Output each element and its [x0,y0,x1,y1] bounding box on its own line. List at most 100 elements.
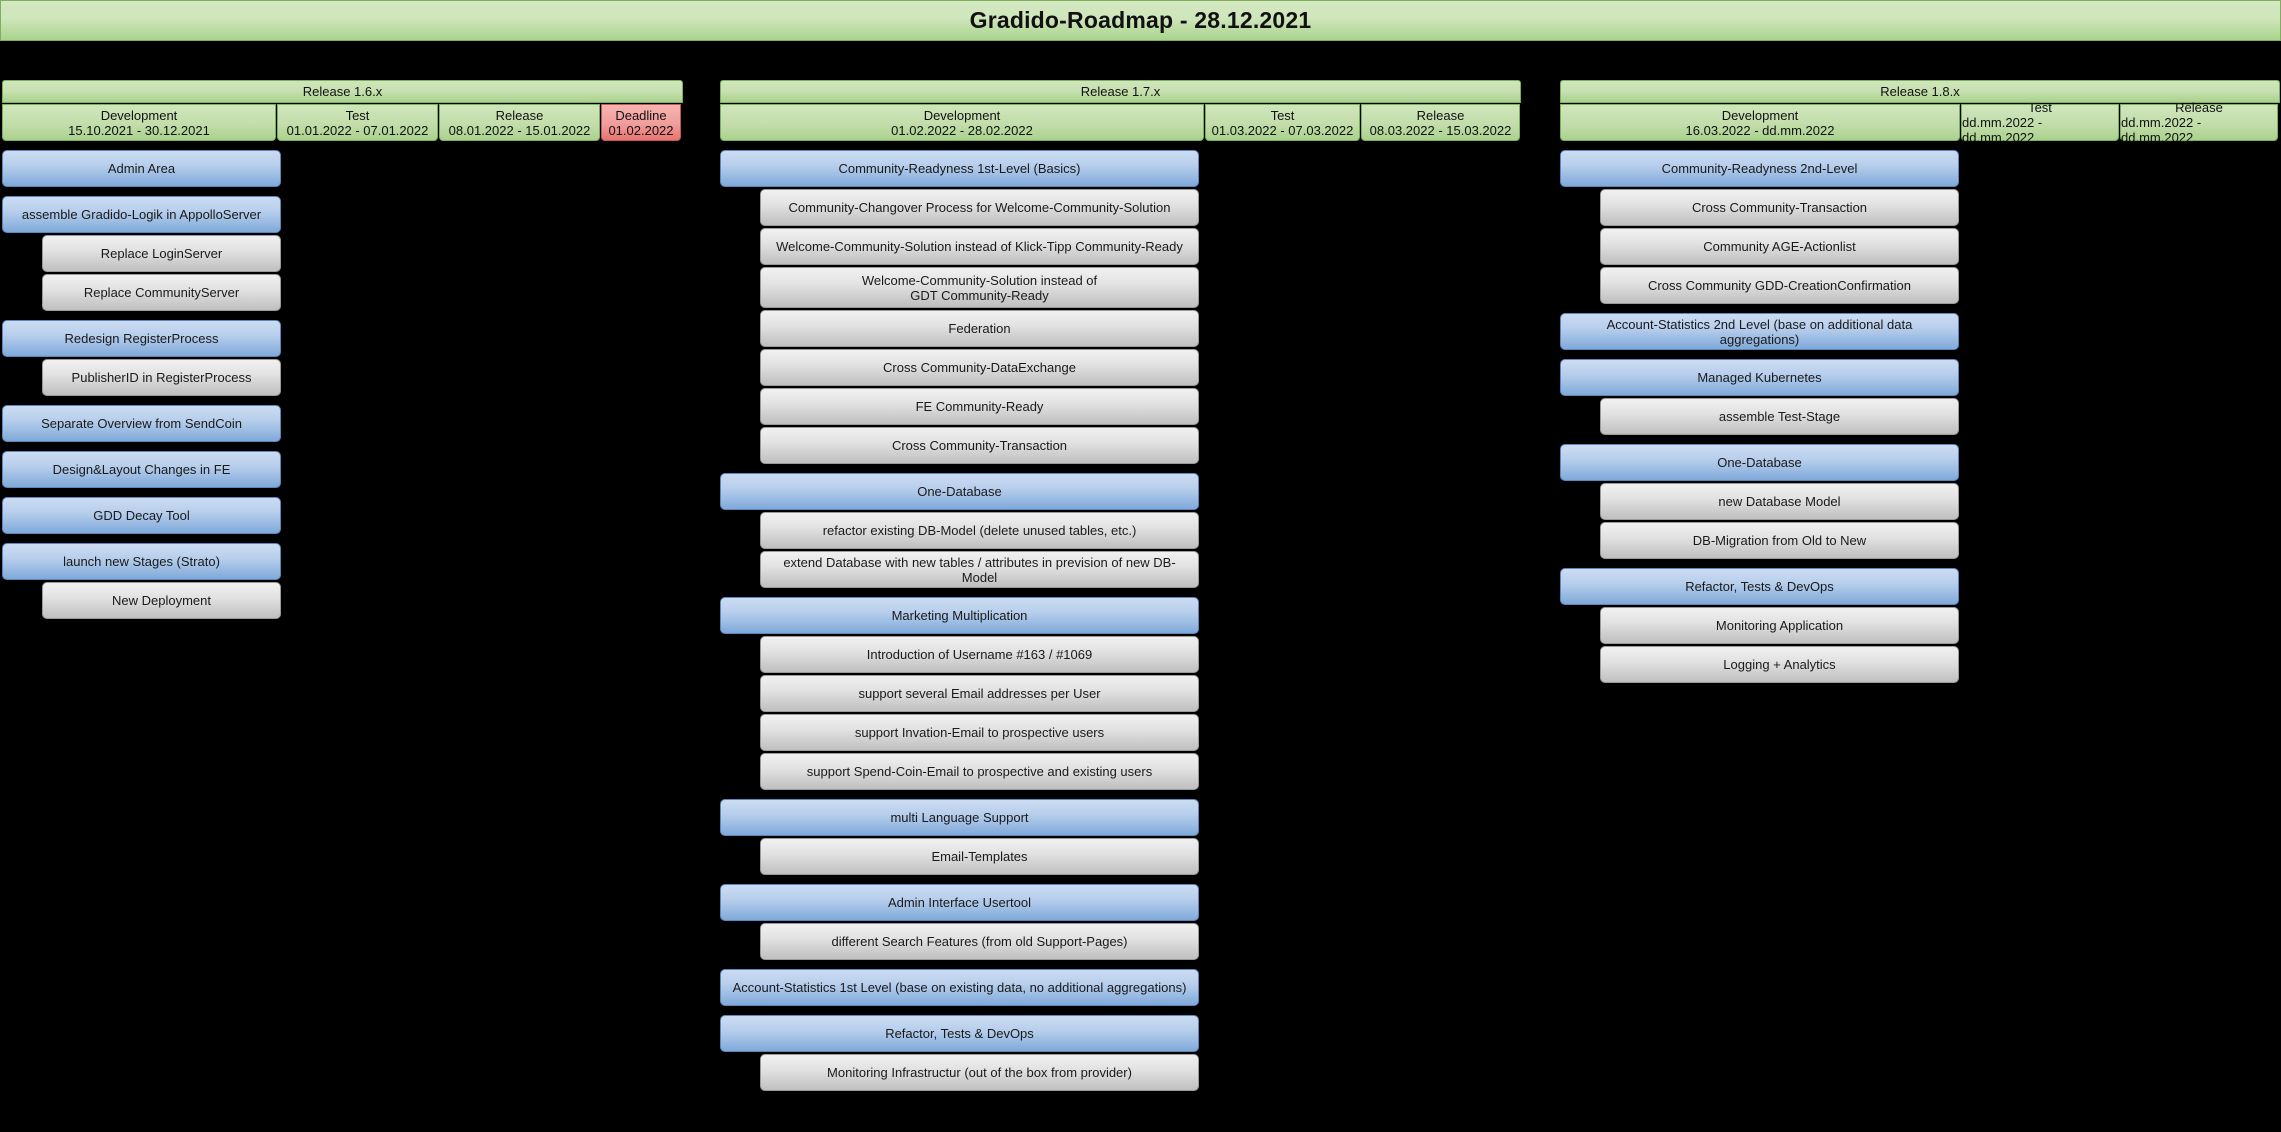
task-epic[interactable]: Account-Statistics 1st Level (base on ex… [720,969,1199,1006]
task-epic[interactable]: Admin Area [2,150,281,187]
phase-label: Development [923,107,1001,123]
task-subtask[interactable]: Replace CommunityServer [42,274,281,311]
task-label: Cross Community GDD-CreationConfirmation [1648,278,1911,293]
task-label: Account-Statistics 2nd Level (base on ad… [1606,316,1913,347]
phase-label: Release [1416,107,1465,123]
task-label: Refactor, Tests & DevOps [1685,579,1834,594]
task-subtask[interactable]: Cross Community-DataExchange [760,349,1199,386]
task-label: multi Language Support [890,810,1029,825]
task-label: Welcome-Community-Solution instead of Kl… [776,239,1183,254]
task-label: Account-Statistics 1st Level (base on ex… [732,980,1187,995]
task-subtask[interactable]: Monitoring Infrastructur (out of the box… [760,1054,1199,1091]
task-label: Welcome-Community-Solution instead of [861,272,1098,288]
task-epic[interactable]: Refactor, Tests & DevOps [1560,568,1959,605]
task-label: DB-Migration from Old to New [1692,533,1867,548]
task-subtask[interactable]: PublisherID in RegisterProcess [42,359,281,396]
task-label: support Spend-Coin-Email to prospective … [806,764,1153,779]
task-label: assemble Gradido-Logik in AppolloServer [21,207,262,222]
phase-label: Test [2028,100,2052,115]
phase-label: Test [1270,107,1295,123]
task-label: support several Email addresses per User [858,686,1101,701]
task-epic[interactable]: Community-Readyness 1st-Level (Basics) [720,150,1199,187]
task-label: support Invation-Email to prospective us… [854,725,1105,740]
task-label: Separate Overview from SendCoin [41,416,242,431]
phase-label: Development [100,107,178,123]
task-subtask[interactable]: support Invation-Email to prospective us… [760,714,1199,751]
task-label: different Search Features (from old Supp… [831,934,1128,949]
task-label: Monitoring Infrastructur (out of the box… [827,1065,1132,1080]
task-epic[interactable]: multi Language Support [720,799,1199,836]
task-label: Cross Community-Transaction [1691,200,1868,215]
task-label: Replace LoginServer [100,246,223,261]
task-label: Introduction of Username #163 / #1069 [866,647,1093,662]
task-epic[interactable]: GDD Decay Tool [2,497,281,534]
task-epic[interactable]: Separate Overview from SendCoin [2,405,281,442]
task-label: new Database Model [1718,494,1841,509]
task-subtask[interactable]: Monitoring Application [1600,607,1959,644]
task-subtask[interactable]: Community-Changover Process for Welcome-… [760,189,1199,226]
task-epic[interactable]: One-Database [720,473,1199,510]
task-subtask[interactable]: Replace LoginServer [42,235,281,272]
task-epic[interactable]: Refactor, Tests & DevOps [720,1015,1199,1052]
task-subtask[interactable]: support Spend-Coin-Email to prospective … [760,753,1199,790]
task-subtask[interactable]: assemble Test-Stage [1600,398,1959,435]
task-subtask[interactable]: refactor existing DB-Model (delete unuse… [760,512,1199,549]
task-label: Monitoring Application [1715,618,1844,633]
task-epic[interactable]: Community-Readyness 2nd-Level [1560,150,1959,187]
task-subtask[interactable]: Email-Templates [760,838,1199,875]
phase-dates: dd.mm.2022 - dd.mm.2022 [2121,115,2202,145]
task-subtask[interactable]: Welcome-Community-Solution instead of Kl… [760,228,1199,265]
task-subtask[interactable]: Cross Community-Transaction [1600,189,1959,226]
task-label: refactor existing DB-Model (delete unuse… [822,523,1137,538]
task-subtask[interactable]: New Deployment [42,582,281,619]
task-label: Admin Interface Usertool [887,895,1032,910]
task-subtask[interactable]: support several Email addresses per User [760,675,1199,712]
task-epic[interactable]: Marketing Multiplication [720,597,1199,634]
phase-dates: 01.02.2022 [608,122,674,138]
task-epic[interactable]: One-Database [1560,444,1959,481]
task-subtask[interactable]: different Search Features (from old Supp… [760,923,1199,960]
task-subtask[interactable]: DB-Migration from Old to New [1600,522,1959,559]
task-epic[interactable]: launch new Stages (Strato) [2,543,281,580]
task-subtask[interactable]: new Database Model [1600,483,1959,520]
task-subtask[interactable]: Logging + Analytics [1600,646,1959,683]
release-header: Release 1.7.x [720,80,1521,103]
task-subtask[interactable]: Introduction of Username #163 / #1069 [760,636,1199,673]
task-list: Admin Area assemble Gradido-Logik in Appo… [2,150,683,619]
task-subtask[interactable]: Community AGE-Actionlist [1600,228,1959,265]
task-label: launch new Stages (Strato) [63,554,220,569]
task-subtask[interactable]: Cross Community GDD-CreationConfirmation [1600,267,1959,304]
phase-label: Release [2175,100,2223,115]
task-epic[interactable]: Account-Statistics 2nd Level (base on ad… [1560,313,1959,350]
task-epic[interactable]: assemble Gradido-Logik in AppolloServer [2,196,281,233]
task-subtask[interactable]: extend Database with new tables / attrib… [760,551,1199,588]
task-label: Logging + Analytics [1723,657,1836,672]
task-label-line2: GDT Community-Ready [910,287,1049,303]
task-epic[interactable]: Design&Layout Changes in FE [2,451,281,488]
task-epic[interactable]: Managed Kubernetes [1560,359,1959,396]
task-subtask[interactable]: FE Community-Ready [760,388,1199,425]
task-subtask[interactable]: Federation [760,310,1199,347]
task-epic[interactable]: Admin Interface Usertool [720,884,1199,921]
roadmap-title-bar: Gradido-Roadmap - 28.12.2021 [0,0,2281,41]
phase-dates: 01.03.2022 - 07.03.2022 [1211,122,1354,138]
task-label: Cross Community-Transaction [891,438,1068,453]
phase-dates: dd.mm.2022 - dd.mm.2022 [1962,115,2043,145]
task-subtask[interactable]: Cross Community-Transaction [760,427,1199,464]
task-epic[interactable]: Redesign RegisterProcess [2,320,281,357]
